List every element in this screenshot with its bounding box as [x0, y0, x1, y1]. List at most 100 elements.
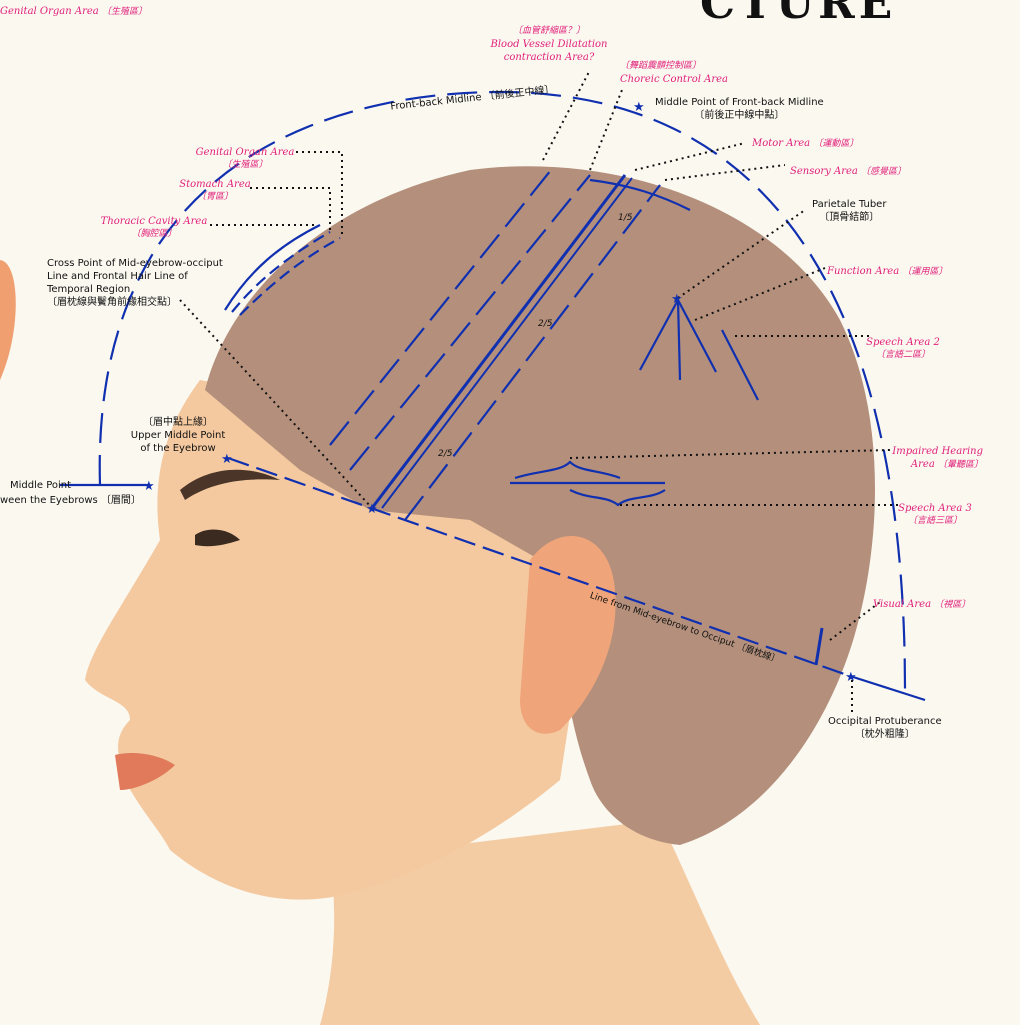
- label-en: ween the Eyebrows: [0, 495, 98, 506]
- star-midline-point-icon: ★: [633, 100, 645, 115]
- label-zh: 〔眉枕線與鬢角前緣相交點〕: [47, 297, 177, 308]
- label-en: Stomach Area: [179, 179, 251, 190]
- fraction-1-5: 1/5: [618, 213, 633, 223]
- label-en: Middle Point: [10, 480, 72, 491]
- label-sensory: Sensory Area 〔感覺區〕: [790, 165, 906, 179]
- function-line-2: [676, 299, 682, 381]
- star-cross-point-icon: ★: [366, 502, 378, 517]
- label-genital-top: Genital Organ Area 〔生殖區〕: [0, 5, 147, 19]
- label-genital: Genital Organ Area 〔生殖區〕: [190, 146, 300, 172]
- star-parietale-icon: ★: [671, 292, 683, 307]
- visual-area-line: [814, 627, 824, 666]
- leader-stomach: [250, 187, 331, 230]
- label-zh: 〔枕外粗隆〕: [854, 729, 915, 740]
- label-zh: 〔胸腔區〕: [131, 229, 177, 239]
- label-en: Area: [910, 459, 935, 470]
- label-speech2: Speech Area 2 〔言語二區〕: [848, 336, 958, 362]
- thoracic-area-line: [224, 224, 321, 311]
- hearing-brace: [514, 460, 621, 480]
- label-cross-point: Cross Point of Mid-eyebrow-occiput Line …: [47, 257, 223, 309]
- vessel-area-line: [329, 164, 556, 446]
- eyebrow-occiput-line: [227, 456, 851, 678]
- scalp: [205, 166, 875, 846]
- label-motor: Motor Area 〔運動區〕: [752, 137, 858, 151]
- label-en: Choreic Control Area: [620, 74, 728, 85]
- neck: [320, 820, 760, 1025]
- midline-arc-segment: [589, 178, 691, 211]
- leader-motor: [634, 142, 746, 171]
- function-line-1: [639, 299, 679, 371]
- label-thoracic: Thoracic Cavity Area 〔胸腔區〕: [98, 215, 210, 241]
- label-en: Genital Organ Area: [0, 6, 99, 17]
- label-zh: 〔頂骨結節〕: [819, 212, 880, 223]
- label-en: Occipital Protuberance: [828, 716, 942, 727]
- label-en: Parietale Tuber: [812, 199, 887, 210]
- label-en: Visual Area: [873, 599, 932, 610]
- speech2-line: [721, 329, 759, 401]
- occipital-line: [849, 674, 926, 702]
- label-speech3: Speech Area 3 〔言語三區〕: [880, 502, 990, 528]
- label-zh: 〔生殖區〕: [222, 160, 268, 170]
- leader-sensory: [664, 164, 786, 181]
- label-en: Temporal Region: [47, 284, 131, 295]
- label-between-eyebrows: Middle Point: [10, 479, 71, 492]
- leader-genital: [296, 151, 343, 235]
- label-blood-vessel: 〔血管舒縮區？〕 Blood Vessel Dilatation contrac…: [484, 25, 614, 64]
- function-line-3: [677, 299, 717, 373]
- label-zh: 〔胃區〕: [196, 192, 233, 202]
- label-en: Line and Frontal Hair Line of: [47, 271, 188, 282]
- eyebrow: [180, 469, 280, 500]
- leader-visual: [829, 601, 881, 641]
- eye: [195, 529, 240, 547]
- ear: [520, 536, 616, 734]
- label-zh: 〔言語三區〕: [907, 516, 962, 526]
- label-zh: 〔言語二區〕: [875, 350, 930, 360]
- label-occipital: Occipital Protuberance 〔枕外粗隆〕: [828, 715, 942, 741]
- label-en: Impaired Hearing: [892, 446, 983, 457]
- label-en: Thoracic Cavity Area: [100, 216, 208, 227]
- label-en: Blood Vessel Dilatation: [490, 39, 608, 50]
- leader-vessel: [542, 69, 591, 161]
- front-back-midline-arc: [98, 90, 907, 691]
- label-en: Speech Area 2: [866, 337, 940, 348]
- label-stomach: Stomach Area 〔胃區〕: [175, 178, 255, 204]
- label-zh: 〔運用區〕: [902, 267, 948, 277]
- label-between-eyebrows-2: ween the Eyebrows 〔眉間〕: [0, 494, 141, 507]
- motor-area-line: [370, 174, 627, 509]
- label-en: Function Area: [827, 266, 900, 277]
- label-function: Function Area 〔運用區〕: [827, 265, 947, 279]
- star-upper-eyebrow-icon: ★: [221, 452, 233, 467]
- star-between-eyebrows-icon: ★: [143, 479, 155, 494]
- label-en: Upper Middle Point: [130, 430, 226, 441]
- label-zh: 〔眉中點上緣〕: [143, 417, 213, 428]
- label-zh: 〔眉間〕: [100, 495, 141, 506]
- label-impaired-hearing: Impaired Hearing Area 〔暈聽區〕: [860, 445, 983, 472]
- motor-area-line-2: [381, 177, 633, 509]
- leader-choreic: [589, 89, 623, 171]
- label-en: of the Eyebrow: [140, 443, 216, 454]
- label-en: contraction Area?: [503, 52, 595, 63]
- label-visual: Visual Area 〔視區〕: [873, 598, 970, 612]
- star-occipital-icon: ★: [845, 670, 857, 685]
- label-zh: 〔血管舒縮區？〕: [512, 26, 585, 36]
- label-zh: 〔暈聽區〕: [937, 460, 983, 470]
- label-en: Genital Organ Area: [195, 147, 295, 158]
- genital-area-line: [239, 237, 341, 316]
- label-upper-eyebrow: 〔眉中點上緣〕 Upper Middle Point of the Eyebro…: [128, 416, 228, 455]
- label-parietale: Parietale Tuber 〔頂骨結節〕: [812, 198, 886, 224]
- poster-title-fragment: CTURE: [700, 0, 897, 29]
- label-zh: 〔視區〕: [934, 600, 971, 610]
- label-en: Motor Area: [752, 138, 811, 149]
- label-zh: 〔舞蹈震顫控制區〕: [620, 61, 702, 71]
- leader-cross-point: [179, 299, 373, 509]
- label-en: Middle Point of Front-back Midline: [655, 97, 824, 108]
- label-zh: 〔前後正中線中點〕: [694, 110, 785, 121]
- leader-parietale: [677, 209, 806, 299]
- side-ear: [0, 260, 16, 380]
- label-en: Sensory Area: [790, 166, 858, 177]
- fraction-2-5-lower: 2/5: [438, 449, 453, 459]
- label-zh: 〔運動區〕: [813, 139, 859, 149]
- label-zh: 〔生殖區〕: [101, 7, 147, 17]
- fraction-2-5-upper: 2/5: [538, 319, 553, 329]
